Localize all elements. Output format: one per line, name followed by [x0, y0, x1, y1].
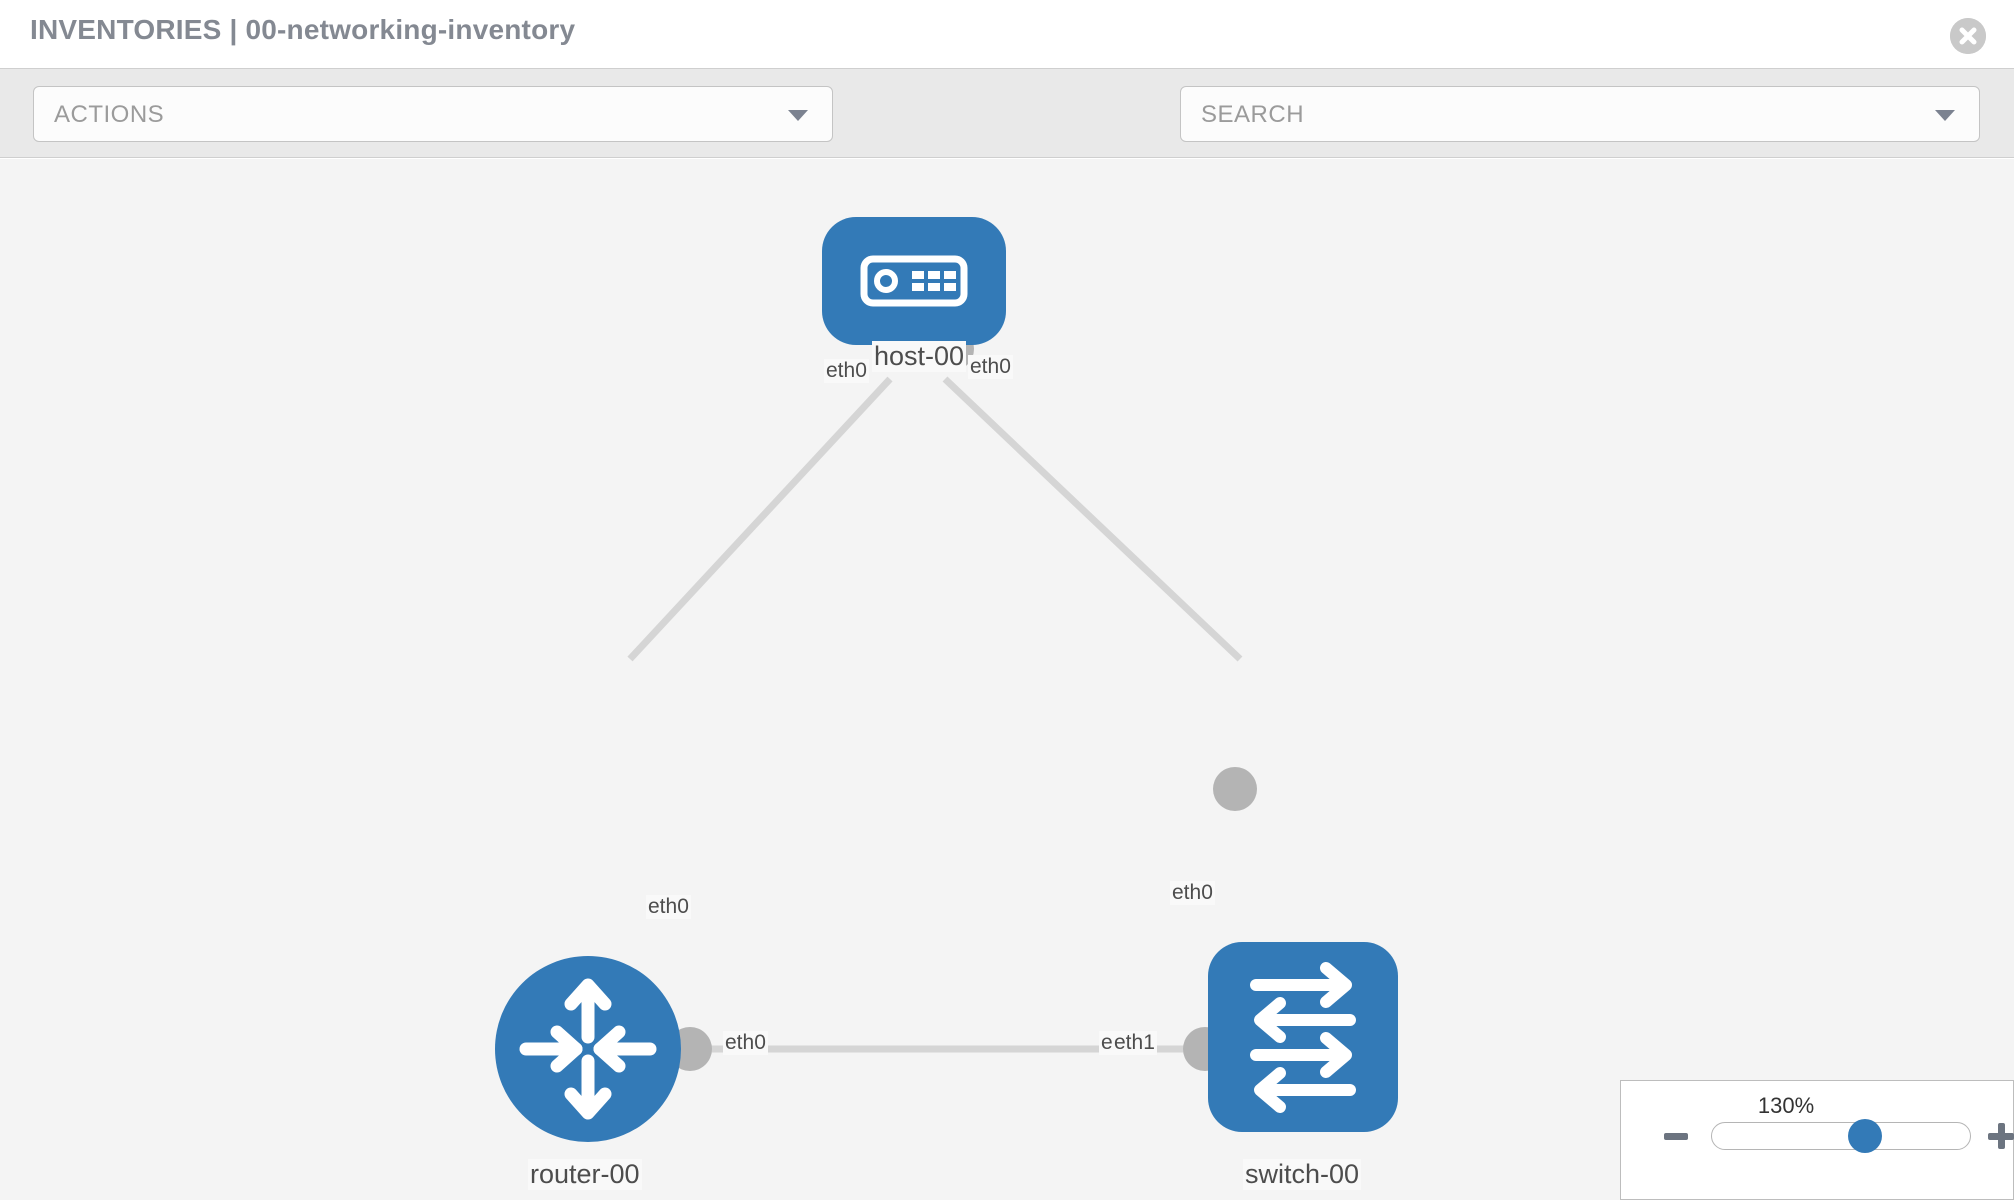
edge-label-switch00-host00-near: eth0	[1170, 881, 1215, 905]
actions-dropdown-label: ACTIONS	[54, 101, 165, 128]
zoom-control-panel: 130%	[1620, 1080, 2014, 1200]
edge-label-host00-router00-near: eth0	[824, 359, 869, 383]
page-title: INVENTORIES | 00-networking-inventory	[30, 14, 576, 45]
actions-dropdown[interactable]: ACTIONS	[33, 86, 833, 142]
edge-label-router00-host00-near: eth0	[646, 895, 691, 919]
search-placeholder: SEARCH	[1201, 101, 1305, 128]
edge-label-switch00-router00-near: eth1	[1112, 1031, 1157, 1055]
node-label-switch-00: switch-00	[1243, 1159, 1362, 1190]
edge-host00-router00	[627, 376, 893, 662]
node-router-00	[495, 956, 681, 1142]
topology-edges	[627, 376, 1243, 1053]
connector-switch00-top	[1213, 767, 1257, 811]
node-label-host-00: host-00	[872, 341, 967, 372]
search-input[interactable]: SEARCH	[1180, 86, 1980, 142]
topology-canvas[interactable]: host-00 router-00 switch-00 eth0 eth0 et…	[0, 159, 2014, 1200]
toolbar: ACTIONS SEARCH	[0, 68, 2014, 204]
edge-label-router00-switch00-near: eth0	[723, 1031, 768, 1055]
zoom-out-button[interactable]	[1664, 1133, 1688, 1140]
page-header: INVENTORIES | 00-networking-inventory	[0, 0, 2014, 68]
edge-label-host00-switch00-near: eth0	[968, 355, 1013, 379]
topology-connectors	[668, 327, 1257, 1071]
node-host-00	[822, 217, 1006, 345]
zoom-level-value: 130%	[1757, 1093, 1815, 1118]
zoom-slider-track[interactable]	[1711, 1122, 1971, 1150]
close-icon[interactable]	[1950, 18, 1986, 54]
zoom-slider-thumb[interactable]	[1848, 1119, 1882, 1153]
node-label-router-00: router-00	[528, 1159, 642, 1190]
search-chevron-down-icon[interactable]	[1935, 110, 1955, 121]
node-switch-00	[1208, 942, 1398, 1132]
chevron-down-icon	[788, 110, 808, 121]
edge-host00-switch00	[942, 376, 1243, 662]
zoom-in-button[interactable]	[1988, 1123, 2014, 1149]
